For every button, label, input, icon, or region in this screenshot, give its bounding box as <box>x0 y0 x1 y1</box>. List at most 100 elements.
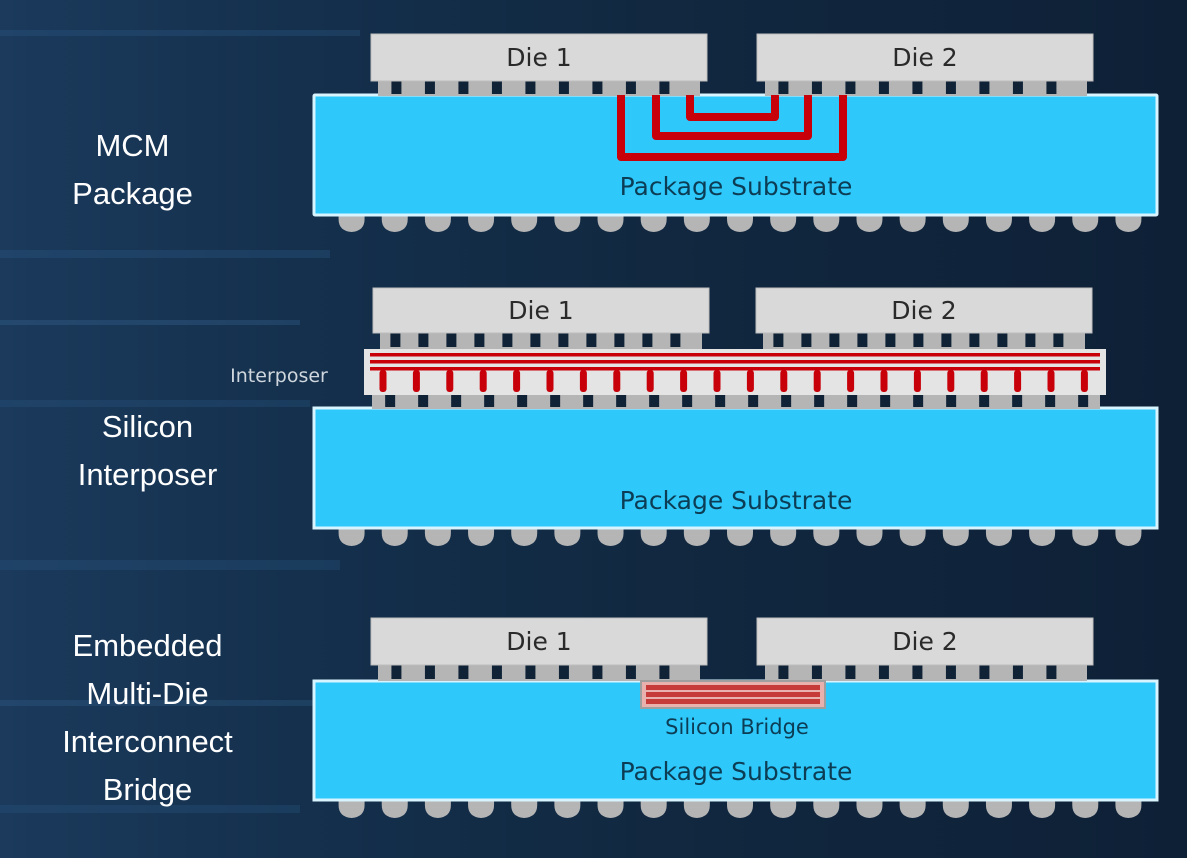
label-line: Silicon <box>101 409 194 444</box>
solder-ball <box>511 799 538 818</box>
solder-ball <box>727 799 753 818</box>
label-line: MCM <box>95 128 170 163</box>
bump-gap <box>845 665 856 679</box>
solder-ball <box>683 527 710 546</box>
bump-gap <box>829 333 840 347</box>
bridge-trace <box>646 692 820 697</box>
bump-gap <box>1053 333 1064 347</box>
bump-gap <box>811 665 822 679</box>
bump-gap <box>845 81 856 94</box>
bridge-trace <box>646 685 820 690</box>
solder-ball <box>1115 799 1142 818</box>
label-mcm-package: MCM Package <box>30 122 235 218</box>
die-1-label: Die 1 <box>506 627 571 656</box>
trace <box>652 95 812 140</box>
solder-ball <box>813 527 840 546</box>
label-line: Interconnect <box>62 724 233 759</box>
via <box>713 370 721 392</box>
solder-ball <box>856 527 883 546</box>
bump-gap <box>715 394 726 407</box>
solder-ball <box>813 799 840 818</box>
bridge-label: Silicon Bridge <box>665 715 809 739</box>
bump-gap <box>781 394 792 407</box>
solder-ball <box>683 799 710 818</box>
via <box>1014 370 1022 392</box>
trace <box>686 95 779 121</box>
bump-gap <box>880 394 891 407</box>
bump-gap <box>878 665 889 679</box>
solder-ball <box>597 213 624 232</box>
via <box>980 370 988 392</box>
solder-ball <box>942 799 969 818</box>
solder-ball <box>1072 799 1099 818</box>
bump-gap <box>642 333 653 347</box>
bump-gap <box>385 394 396 407</box>
bump-gap <box>586 333 597 347</box>
bump-gap <box>1045 394 1056 407</box>
bump-gap <box>945 81 956 94</box>
solder-ball <box>338 527 365 546</box>
bump-gap <box>474 333 485 347</box>
bump-gap <box>913 333 924 347</box>
bump-gap <box>424 665 435 679</box>
solder-ball <box>381 527 408 546</box>
solder-ball <box>727 213 753 232</box>
via <box>1080 370 1088 392</box>
solder-ball <box>1115 527 1142 546</box>
solder-ball <box>770 213 797 232</box>
bump-gap <box>912 81 923 94</box>
solder-ball <box>554 799 581 818</box>
bump-gap <box>811 81 822 94</box>
via <box>546 370 554 392</box>
bump-gap <box>878 81 889 94</box>
bump-gap <box>1078 394 1089 407</box>
interposer-traces <box>370 353 1100 392</box>
silicon-interposer-diagram: Die 1 Die 2 Interposer Package Substrate <box>230 287 1159 546</box>
solder-ball <box>640 799 667 818</box>
bump-gap <box>625 81 636 94</box>
solder-ball <box>770 799 797 818</box>
bump-gap <box>778 81 789 94</box>
solder-ball <box>1072 213 1099 232</box>
bump-gap <box>969 333 980 347</box>
bump-gap <box>1046 81 1057 94</box>
bump-gap <box>1025 333 1036 347</box>
solder-ball <box>468 527 495 546</box>
die-2 <box>755 287 1093 334</box>
die-2 <box>756 33 1094 82</box>
bump-gap <box>616 394 627 407</box>
solder-ball <box>338 213 365 232</box>
via <box>579 370 587 392</box>
bump-gap <box>1012 394 1023 407</box>
label-line: Package <box>72 176 193 211</box>
via <box>613 370 621 392</box>
interposer-bumps <box>372 394 1100 409</box>
via <box>847 370 855 392</box>
interposer-label: Interposer <box>230 365 328 387</box>
die-1-label: Die 1 <box>506 43 571 72</box>
bump-gap <box>885 333 896 347</box>
solder-ball <box>338 799 365 818</box>
bump-gap <box>773 333 784 347</box>
label-silicon-interposer: Silicon Interposer <box>40 403 255 499</box>
bump-gap <box>558 81 569 94</box>
substrate-solder-balls <box>338 799 1142 818</box>
solder-ball <box>468 213 495 232</box>
solder-ball <box>511 527 538 546</box>
package-substrate <box>312 406 1159 530</box>
bump-gap <box>801 333 812 347</box>
label-line: Interposer <box>77 457 218 492</box>
solder-ball <box>942 213 969 232</box>
bump-gap <box>979 665 990 679</box>
trace <box>617 95 847 161</box>
bump-gap <box>484 394 495 407</box>
die-microbumps <box>380 333 1085 349</box>
bump-gap <box>670 333 681 347</box>
via <box>880 370 888 392</box>
bump-gap <box>1012 665 1023 679</box>
solder-ball <box>683 213 710 232</box>
via <box>646 370 654 392</box>
die-microbumps <box>378 81 1087 96</box>
bump-gap <box>525 665 536 679</box>
